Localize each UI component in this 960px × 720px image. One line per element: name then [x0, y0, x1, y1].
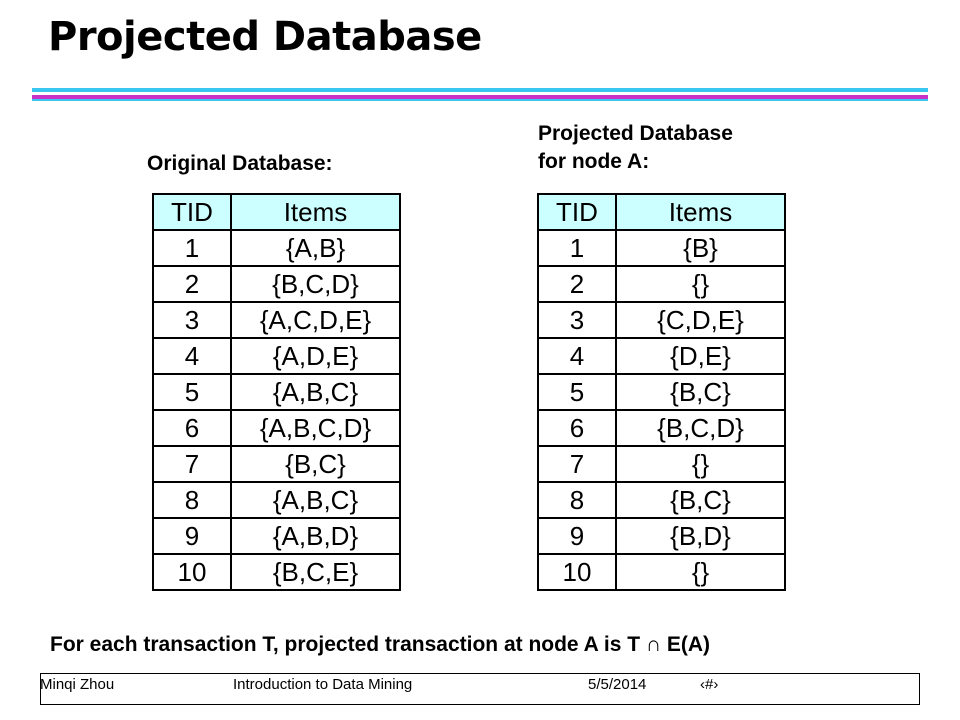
items-cell: {B,C} — [615, 373, 786, 411]
table-row: 2{B,C,D} — [152, 265, 401, 303]
items-cell: {B,C} — [615, 481, 786, 519]
title-rule-magenta — [32, 95, 928, 99]
tid-cell: 7 — [152, 445, 232, 483]
table-row: 1{B} — [537, 229, 786, 267]
table-row: 10{B,C,E} — [152, 553, 401, 591]
title-rule-gap — [32, 92, 928, 95]
tid-cell: 1 — [537, 229, 617, 267]
footer-author: Minqi Zhou — [40, 676, 115, 693]
items-cell: {B} — [615, 229, 786, 267]
header-items: Items — [615, 193, 786, 231]
items-cell: {A,D,E} — [230, 337, 401, 375]
items-cell: {A,B,C} — [230, 373, 401, 411]
tid-cell: 6 — [537, 409, 617, 447]
table-row: 5{A,B,C} — [152, 373, 401, 411]
projected-db-label: Projected Database for node A: — [538, 120, 733, 176]
tid-cell: 4 — [537, 337, 617, 375]
items-cell: {B,C,D} — [615, 409, 786, 447]
table-row: 6{A,B,C,D} — [152, 409, 401, 447]
slide-title: Projected Database — [48, 14, 482, 60]
table-row: 4{A,D,E} — [152, 337, 401, 375]
table-row: 7{} — [537, 445, 786, 483]
items-cell: {} — [615, 265, 786, 303]
projected-db-table: TID Items 1{B}2{}3{C,D,E}4{D,E}5{B,C}6{B… — [537, 193, 786, 591]
original-db-table: TID Items 1{A,B}2{B,C,D}3{A,C,D,E}4{A,D,… — [152, 193, 401, 591]
table-row: 5{B,C} — [537, 373, 786, 411]
original-db-body: 1{A,B}2{B,C,D}3{A,C,D,E}4{A,D,E}5{A,B,C}… — [152, 229, 401, 591]
tid-cell: 10 — [537, 553, 617, 591]
original-db-label: Original Database: — [147, 152, 333, 175]
footer-course: Introduction to Data Mining — [233, 676, 413, 693]
table-row: 7{B,C} — [152, 445, 401, 483]
items-cell: {A,B,C,D} — [230, 409, 401, 447]
items-cell: {B,C} — [230, 445, 401, 483]
projected-db-label-line1: Projected Database — [538, 122, 733, 145]
items-cell: {B,D} — [615, 517, 786, 555]
title-rule-cyan-thin — [32, 99, 928, 101]
table-row: 6{B,C,D} — [537, 409, 786, 447]
items-cell: {A,B} — [230, 229, 401, 267]
items-cell: {D,E} — [615, 337, 786, 375]
items-cell: {C,D,E} — [615, 301, 786, 339]
header-tid: TID — [152, 193, 232, 231]
items-cell: {B,C,E} — [230, 553, 401, 591]
table-row: 8{B,C} — [537, 481, 786, 519]
header-items: Items — [230, 193, 401, 231]
footer-page-number: ‹#› — [700, 676, 719, 693]
tid-cell: 5 — [537, 373, 617, 411]
table-row: 1{A,B} — [152, 229, 401, 267]
table-row: 10{} — [537, 553, 786, 591]
tid-cell: 9 — [152, 517, 232, 555]
items-cell: {} — [615, 445, 786, 483]
items-cell: {} — [615, 553, 786, 591]
tid-cell: 6 — [152, 409, 232, 447]
table-row: 3{A,C,D,E} — [152, 301, 401, 339]
tid-cell: 10 — [152, 553, 232, 591]
items-cell: {A,C,D,E} — [230, 301, 401, 339]
tid-cell: 3 — [537, 301, 617, 339]
tid-cell: 2 — [537, 265, 617, 303]
title-rule-cyan — [32, 88, 928, 92]
footer-box — [40, 673, 920, 705]
tid-cell: 5 — [152, 373, 232, 411]
projected-db-body: 1{B}2{}3{C,D,E}4{D,E}5{B,C}6{B,C,D}7{}8{… — [537, 229, 786, 591]
tid-cell: 9 — [537, 517, 617, 555]
tid-cell: 7 — [537, 445, 617, 483]
items-cell: {A,B,D} — [230, 517, 401, 555]
tid-cell: 1 — [152, 229, 232, 267]
projected-db-label-line2: for node A: — [538, 150, 650, 173]
table-header-row: TID Items — [537, 193, 786, 231]
table-header-row: TID Items — [152, 193, 401, 231]
projection-rule-text: For each transaction T, projected transa… — [50, 633, 711, 656]
table-row: 4{D,E} — [537, 337, 786, 375]
tid-cell: 3 — [152, 301, 232, 339]
tid-cell: 8 — [537, 481, 617, 519]
items-cell: {B,C,D} — [230, 265, 401, 303]
table-row: 2{} — [537, 265, 786, 303]
table-row: 9{A,B,D} — [152, 517, 401, 555]
table-row: 9{B,D} — [537, 517, 786, 555]
table-row: 3{C,D,E} — [537, 301, 786, 339]
tid-cell: 8 — [152, 481, 232, 519]
items-cell: {A,B,C} — [230, 481, 401, 519]
header-tid: TID — [537, 193, 617, 231]
tid-cell: 4 — [152, 337, 232, 375]
footer-date: 5/5/2014 — [588, 676, 647, 693]
table-row: 8{A,B,C} — [152, 481, 401, 519]
tid-cell: 2 — [152, 265, 232, 303]
